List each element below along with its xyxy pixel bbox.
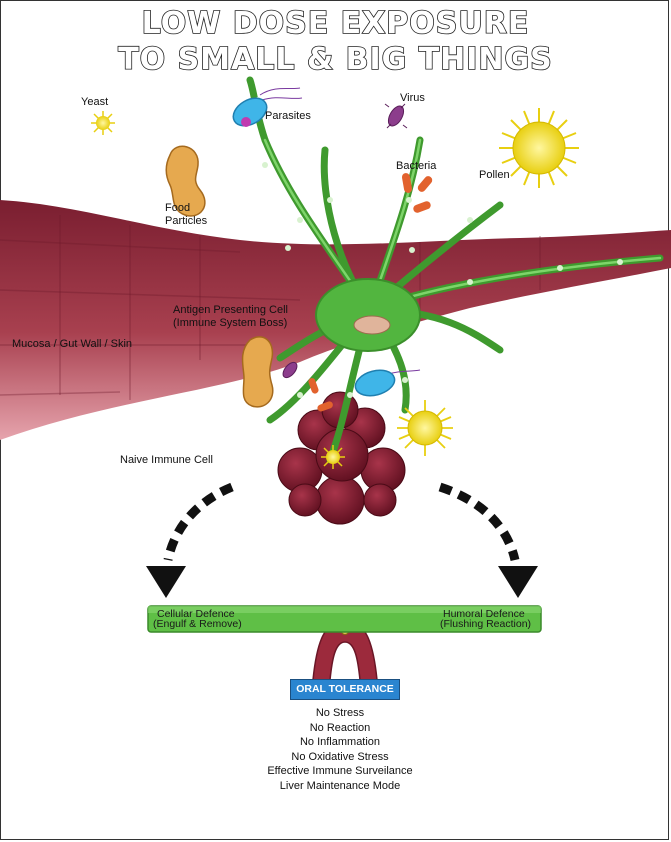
- label-parasites: Parasites: [265, 110, 311, 122]
- label-mucosa: Mucosa / Gut Wall / Skin: [12, 338, 133, 350]
- pollen-icon: [499, 108, 579, 188]
- title-line-1: LOW DOSE EXPOSURE: [141, 5, 530, 42]
- arrow-right-icon: [438, 482, 538, 598]
- balance-beam: [147, 605, 542, 633]
- virus-icon: [282, 361, 298, 379]
- outcome-item: No Reaction: [309, 721, 371, 734]
- arrow-left-icon: [146, 482, 234, 598]
- title-line-2: TO SMALL & BIG THINGS: [117, 41, 553, 78]
- label-apc-line1: Antigen Presenting Cell: [173, 304, 288, 316]
- parasite-icon: [354, 369, 421, 397]
- food-particle-icon: [241, 336, 274, 408]
- label-yeast: Yeast: [81, 96, 109, 108]
- antigen-presenting-cell-icon: [246, 76, 664, 464]
- label-naive-cell: Naive Immune Cell: [120, 454, 213, 466]
- label-apc-line2: (Immune System Boss): [173, 317, 288, 329]
- pollen-icon: [397, 400, 453, 456]
- label-virus: Virus: [400, 92, 425, 104]
- label-humoral-defence: Humoral Defence: [443, 608, 525, 620]
- outcome-list: No Stress No Reaction No Inflammation No…: [200, 706, 480, 793]
- oral-tolerance-badge: ORAL TOLERANCE: [290, 679, 400, 700]
- label-pollen: Pollen: [479, 169, 510, 181]
- parasite-icon: [232, 87, 303, 127]
- label-engulf-remove: (Engulf & Remove): [153, 618, 242, 630]
- outcome-item: Liver Maintenance Mode: [279, 779, 401, 792]
- naive-immune-cell-icon: [277, 391, 406, 525]
- outcome-item: No Stress: [315, 707, 365, 719]
- yeast-icon: [91, 111, 115, 135]
- food-particle-icon: [165, 145, 206, 217]
- label-cellular-defence: Cellular Defence: [157, 608, 235, 620]
- virus-icon: [384, 103, 408, 129]
- label-food-line2: Particles: [165, 215, 208, 227]
- bacteria-icon: [308, 378, 333, 412]
- label-food-line1: Food: [165, 202, 191, 214]
- outcome-item: No Oxidative Stress: [291, 750, 389, 763]
- outcome-item: Effective Immune Surveilance: [267, 765, 413, 777]
- label-bacteria: Bacteria: [396, 160, 437, 172]
- label-flushing-reaction: (Flushing Reaction): [440, 618, 532, 630]
- outcome-item: No Inflammation: [299, 736, 381, 748]
- pollen-icon: [321, 445, 345, 469]
- bacteria-icon: [401, 173, 433, 213]
